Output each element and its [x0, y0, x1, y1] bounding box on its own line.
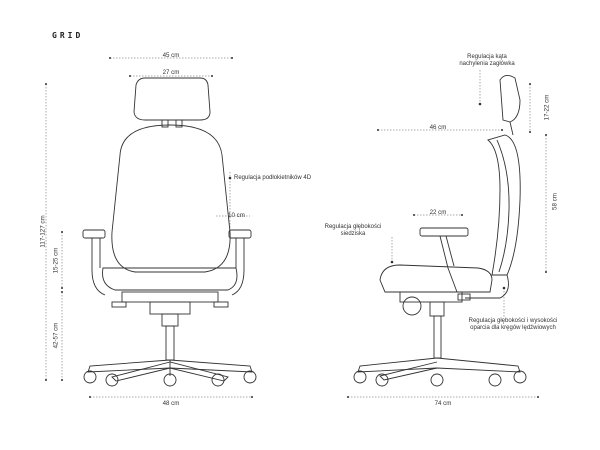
- side-dimension-ticks: [347, 83, 547, 398]
- dim-total-height: 117-127 cm: [39, 215, 47, 248]
- dim-depth-top: 46 cm: [429, 124, 447, 131]
- dim-base-width: 48 cm: [162, 400, 180, 407]
- dim-armrest-height: 15-25 cm: [52, 247, 60, 274]
- dim-armrest-depth: 22 cm: [429, 209, 447, 216]
- side-dimension-lines: [348, 70, 547, 398]
- side-chair-view: [353, 75, 527, 387]
- dim-seat-height: 42-57 cm: [52, 322, 60, 349]
- annotation-lumbar-adjustment: Regulacja głębokości i wysokości oparcia…: [468, 318, 558, 332]
- annotation-seat-depth: Regulacja głębokości siedziska: [324, 224, 382, 238]
- annotation-headrest-angle: Regulacja kąta nachylenia zagłówka: [459, 54, 515, 68]
- dim-headrest-height: 17-22 cm: [543, 94, 551, 121]
- dim-backrest-height: 58 cm: [551, 193, 559, 210]
- brand-logo: GRID: [52, 31, 84, 40]
- dim-headrest-inner-width: 27 cm: [162, 69, 180, 76]
- dim-base-depth: 74 cm: [434, 400, 452, 407]
- annotation-armrest-adjustment: Regulacja podłokietników 4D: [234, 175, 312, 181]
- dim-armrest-width: 10 cm: [228, 212, 245, 219]
- front-chair-view: [82, 77, 257, 387]
- dim-headrest-outer-width: 45 cm: [162, 52, 180, 59]
- front-dimension-ticks: [45, 57, 253, 398]
- front-dimension-lines: [45, 57, 252, 398]
